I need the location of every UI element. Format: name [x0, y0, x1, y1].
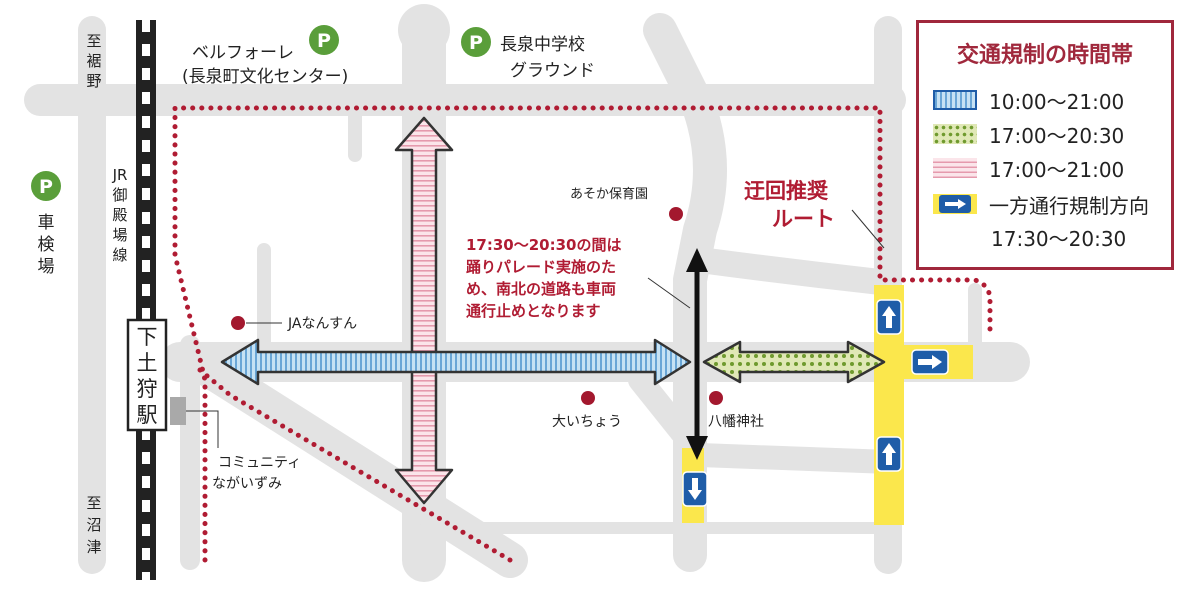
oneway-sign-down: [682, 471, 708, 507]
legend-swatch-pink: [933, 158, 977, 178]
landmark-ja: JAなんすん: [231, 316, 357, 332]
svg-text:沼: 沼: [86, 516, 101, 534]
legend-swatch-oneway: [933, 194, 977, 214]
svg-text:八幡神社: 八幡神社: [708, 414, 764, 430]
detour-label: 迂回推奨 ルート: [744, 179, 885, 249]
svg-text:裾: 裾: [86, 52, 101, 70]
oneway-sign-right: [911, 349, 949, 375]
legend-item-oneway: 一方通行規制方向: [933, 191, 1149, 218]
svg-text:P: P: [39, 176, 53, 198]
road-east-branch: [687, 247, 893, 295]
svg-text:あそか保育園: あそか保育園: [570, 186, 648, 202]
svg-text:ルート: ルート: [772, 207, 835, 231]
label-to-numazu: 至 沼 津: [86, 494, 101, 556]
svg-text:P: P: [469, 32, 483, 54]
station-shimotogari: 下 土 狩 駅: [126, 318, 168, 432]
legend-item-green: 17:00～20:30: [933, 121, 1125, 148]
parade-notice: 17:30～20:30の間は 踊りパレード実施のた め、南北の道路も車両 通行止…: [466, 236, 691, 320]
svg-text:御: 御: [112, 186, 127, 204]
label-school: 長泉中学校: [500, 35, 585, 55]
label-bellefore: ベルフォーレ: [192, 43, 294, 63]
landmark-shrine: 八幡神社: [708, 391, 764, 430]
svg-text:17:30～20:30の間は: 17:30～20:30の間は: [466, 236, 622, 254]
svg-text:コミュニティ: コミュニティ: [218, 455, 301, 471]
arrow-east-west-green: [702, 340, 886, 384]
oneway-right-icon: [939, 195, 971, 213]
oneway-segments: [682, 285, 973, 525]
label-jr-line: JR 御 殿 場 線: [112, 166, 128, 264]
legend-oneway-time: 17:30～20:30: [991, 227, 1127, 251]
landmark-ichou: 大いちょう: [552, 391, 622, 430]
road-curved-north: [643, 13, 727, 572]
parking-icon-shaken: P: [31, 171, 61, 201]
legend-label-oneway: 一方通行規制方向: [989, 193, 1149, 218]
parking-icon-bellefore: P: [309, 25, 339, 55]
legend-swatch-green: [933, 124, 977, 144]
svg-text:JAなんすん: JAなんすん: [287, 316, 357, 332]
oneway-sign-up-south: [876, 436, 902, 472]
label-school-sub: グラウンド: [510, 61, 595, 81]
svg-text:ながいずみ: ながいずみ: [212, 476, 282, 492]
parking-icon-school: P: [461, 27, 491, 57]
road-hub: [398, 4, 450, 56]
svg-text:下: 下: [137, 325, 158, 349]
jr-railway: [136, 20, 156, 580]
road-south-east-branch: [688, 443, 902, 474]
label-community: コミュニティ ながいずみ: [186, 410, 301, 492]
svg-text:検: 検: [38, 235, 55, 255]
arrow-east-west-blue: [220, 338, 692, 386]
legend-swatch-blue: [933, 90, 977, 110]
legend-label-green: 17:00～20:30: [989, 123, 1125, 148]
svg-text:通行止めとなります: 通行止めとなります: [466, 302, 601, 320]
svg-text:至: 至: [86, 32, 101, 50]
svg-text:P: P: [317, 30, 331, 52]
landmark-nursery: あそか保育園: [570, 186, 683, 221]
legend: 交通規制の時間帯 10:00～21:00 17:00～20:30 17:00～2…: [916, 20, 1174, 270]
svg-text:場: 場: [112, 226, 127, 244]
legend-title: 交通規制の時間帯: [956, 43, 1133, 68]
label-shaken: 車 検 場: [38, 213, 55, 277]
svg-text:大いちょう: 大いちょう: [552, 414, 622, 430]
svg-text:土: 土: [137, 351, 158, 375]
svg-text:至: 至: [86, 494, 101, 512]
arrow-north-south-pink: [394, 116, 454, 505]
svg-text:線: 線: [112, 246, 127, 264]
label-to-susono: 至 裾 野: [86, 32, 101, 90]
legend-label-blue: 10:00～21:00: [989, 89, 1125, 114]
detour-route: [172, 105, 993, 563]
legend-item-pink: 17:00～21:00: [933, 155, 1125, 182]
community-building: [170, 397, 186, 425]
oneway-sign-up-north: [876, 299, 902, 335]
svg-text:車: 車: [38, 213, 55, 233]
svg-text:野: 野: [86, 72, 101, 90]
svg-text:踊りパレード実施のた: 踊りパレード実施のた: [466, 258, 616, 276]
legend-item-blue: 10:00～21:00: [933, 87, 1125, 114]
svg-text:JR: JR: [112, 166, 128, 184]
svg-text:場: 場: [38, 257, 55, 277]
svg-text:め、南北の道路も車両: め、南北の道路も車両: [466, 280, 616, 298]
legend-label-pink: 17:00～21:00: [989, 157, 1125, 182]
svg-text:津: 津: [86, 538, 101, 556]
svg-text:殿: 殿: [112, 206, 127, 224]
label-bellefore-sub: (長泉町文化センター): [182, 67, 348, 87]
svg-text:駅: 駅: [137, 403, 158, 427]
svg-text:迂回推奨: 迂回推奨: [744, 179, 829, 203]
svg-text:狩: 狩: [137, 377, 158, 401]
parade-closure-arrow: [686, 248, 708, 460]
